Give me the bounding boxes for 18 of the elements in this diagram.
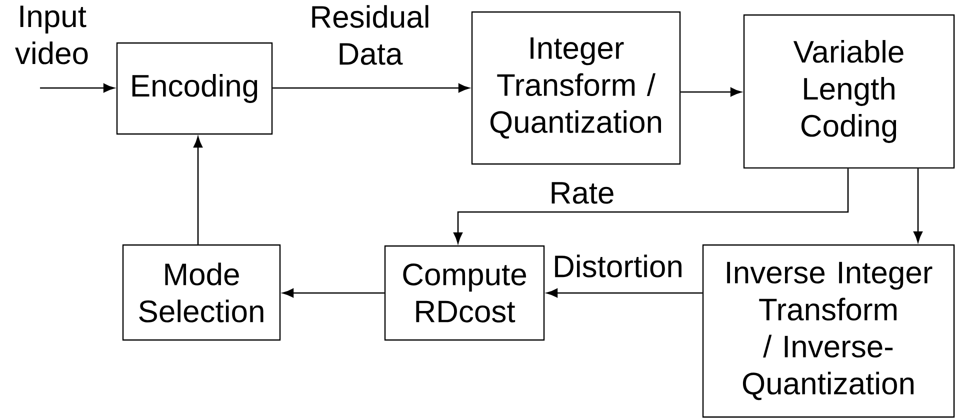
edge-label: Distortion [555, 254, 682, 278]
process-box: Compute RDcost [384, 245, 545, 341]
process-box: Integer Transform / Quantization [471, 11, 681, 165]
arrow [914, 168, 923, 242]
arrow [680, 88, 742, 96]
process-box: Variable Length Coding [743, 14, 955, 169]
edge-label: Rate [552, 182, 614, 204]
arrow [546, 288, 702, 298]
arrow [454, 168, 849, 244]
process-box: Inverse Integer Transform / Inverse-Quantization [702, 244, 955, 418]
arrow [40, 84, 114, 92]
process-box: Mode Selection [122, 244, 281, 341]
arrow [272, 84, 470, 92]
arrow [282, 288, 384, 298]
arrow [194, 136, 203, 244]
edge-label: Residual Data [312, 5, 428, 65]
edge-label: Input video [15, 6, 88, 64]
process-box: Encoding [116, 42, 273, 135]
